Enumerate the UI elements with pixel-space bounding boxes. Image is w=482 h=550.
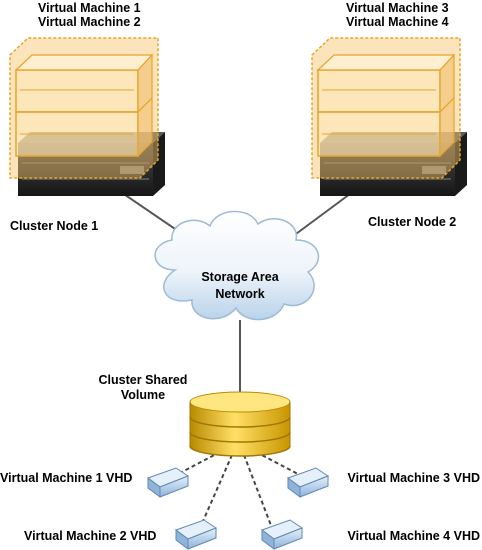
vm-glow-right [311, 37, 461, 179]
vhd-label-vm1: Virtual Machine 1 VHD [0, 471, 132, 485]
vm-group-right-line2: Virtual Machine 4 [346, 15, 449, 29]
cluster-node-1-label: Cluster Node 1 [10, 219, 98, 233]
csv-label-line1: Cluster Shared [99, 373, 188, 387]
vhd-icon [260, 519, 304, 550]
vhd-icon [174, 519, 218, 550]
vhd-icon [146, 467, 190, 498]
cluster-node-2-server [311, 37, 467, 196]
disk-stack-icon [189, 391, 291, 457]
vm-group-left-line2: Virtual Machine 2 [38, 15, 141, 29]
vhd-icon [286, 467, 330, 498]
vm-group-left-line1: Virtual Machine 1 [38, 1, 141, 15]
cluster-node-1-server [9, 37, 165, 196]
cluster-node-2-label: Cluster Node 2 [368, 215, 456, 229]
vhd-label-vm3: Virtual Machine 3 VHD [348, 471, 480, 485]
csv-label-line2: Volume [121, 388, 165, 402]
san-label-line1: Storage Area [201, 270, 279, 284]
vm-group-right-line1: Virtual Machine 3 [346, 1, 449, 15]
vm-glow-left [9, 37, 159, 179]
san-label-line2: Network [215, 287, 264, 301]
vhd-links [177, 451, 299, 529]
vhd-label-vm2: Virtual Machine 2 VHD [24, 529, 156, 543]
cloud-icon [154, 210, 320, 321]
vhd-label-vm4: Virtual Machine 4 VHD [348, 529, 480, 543]
